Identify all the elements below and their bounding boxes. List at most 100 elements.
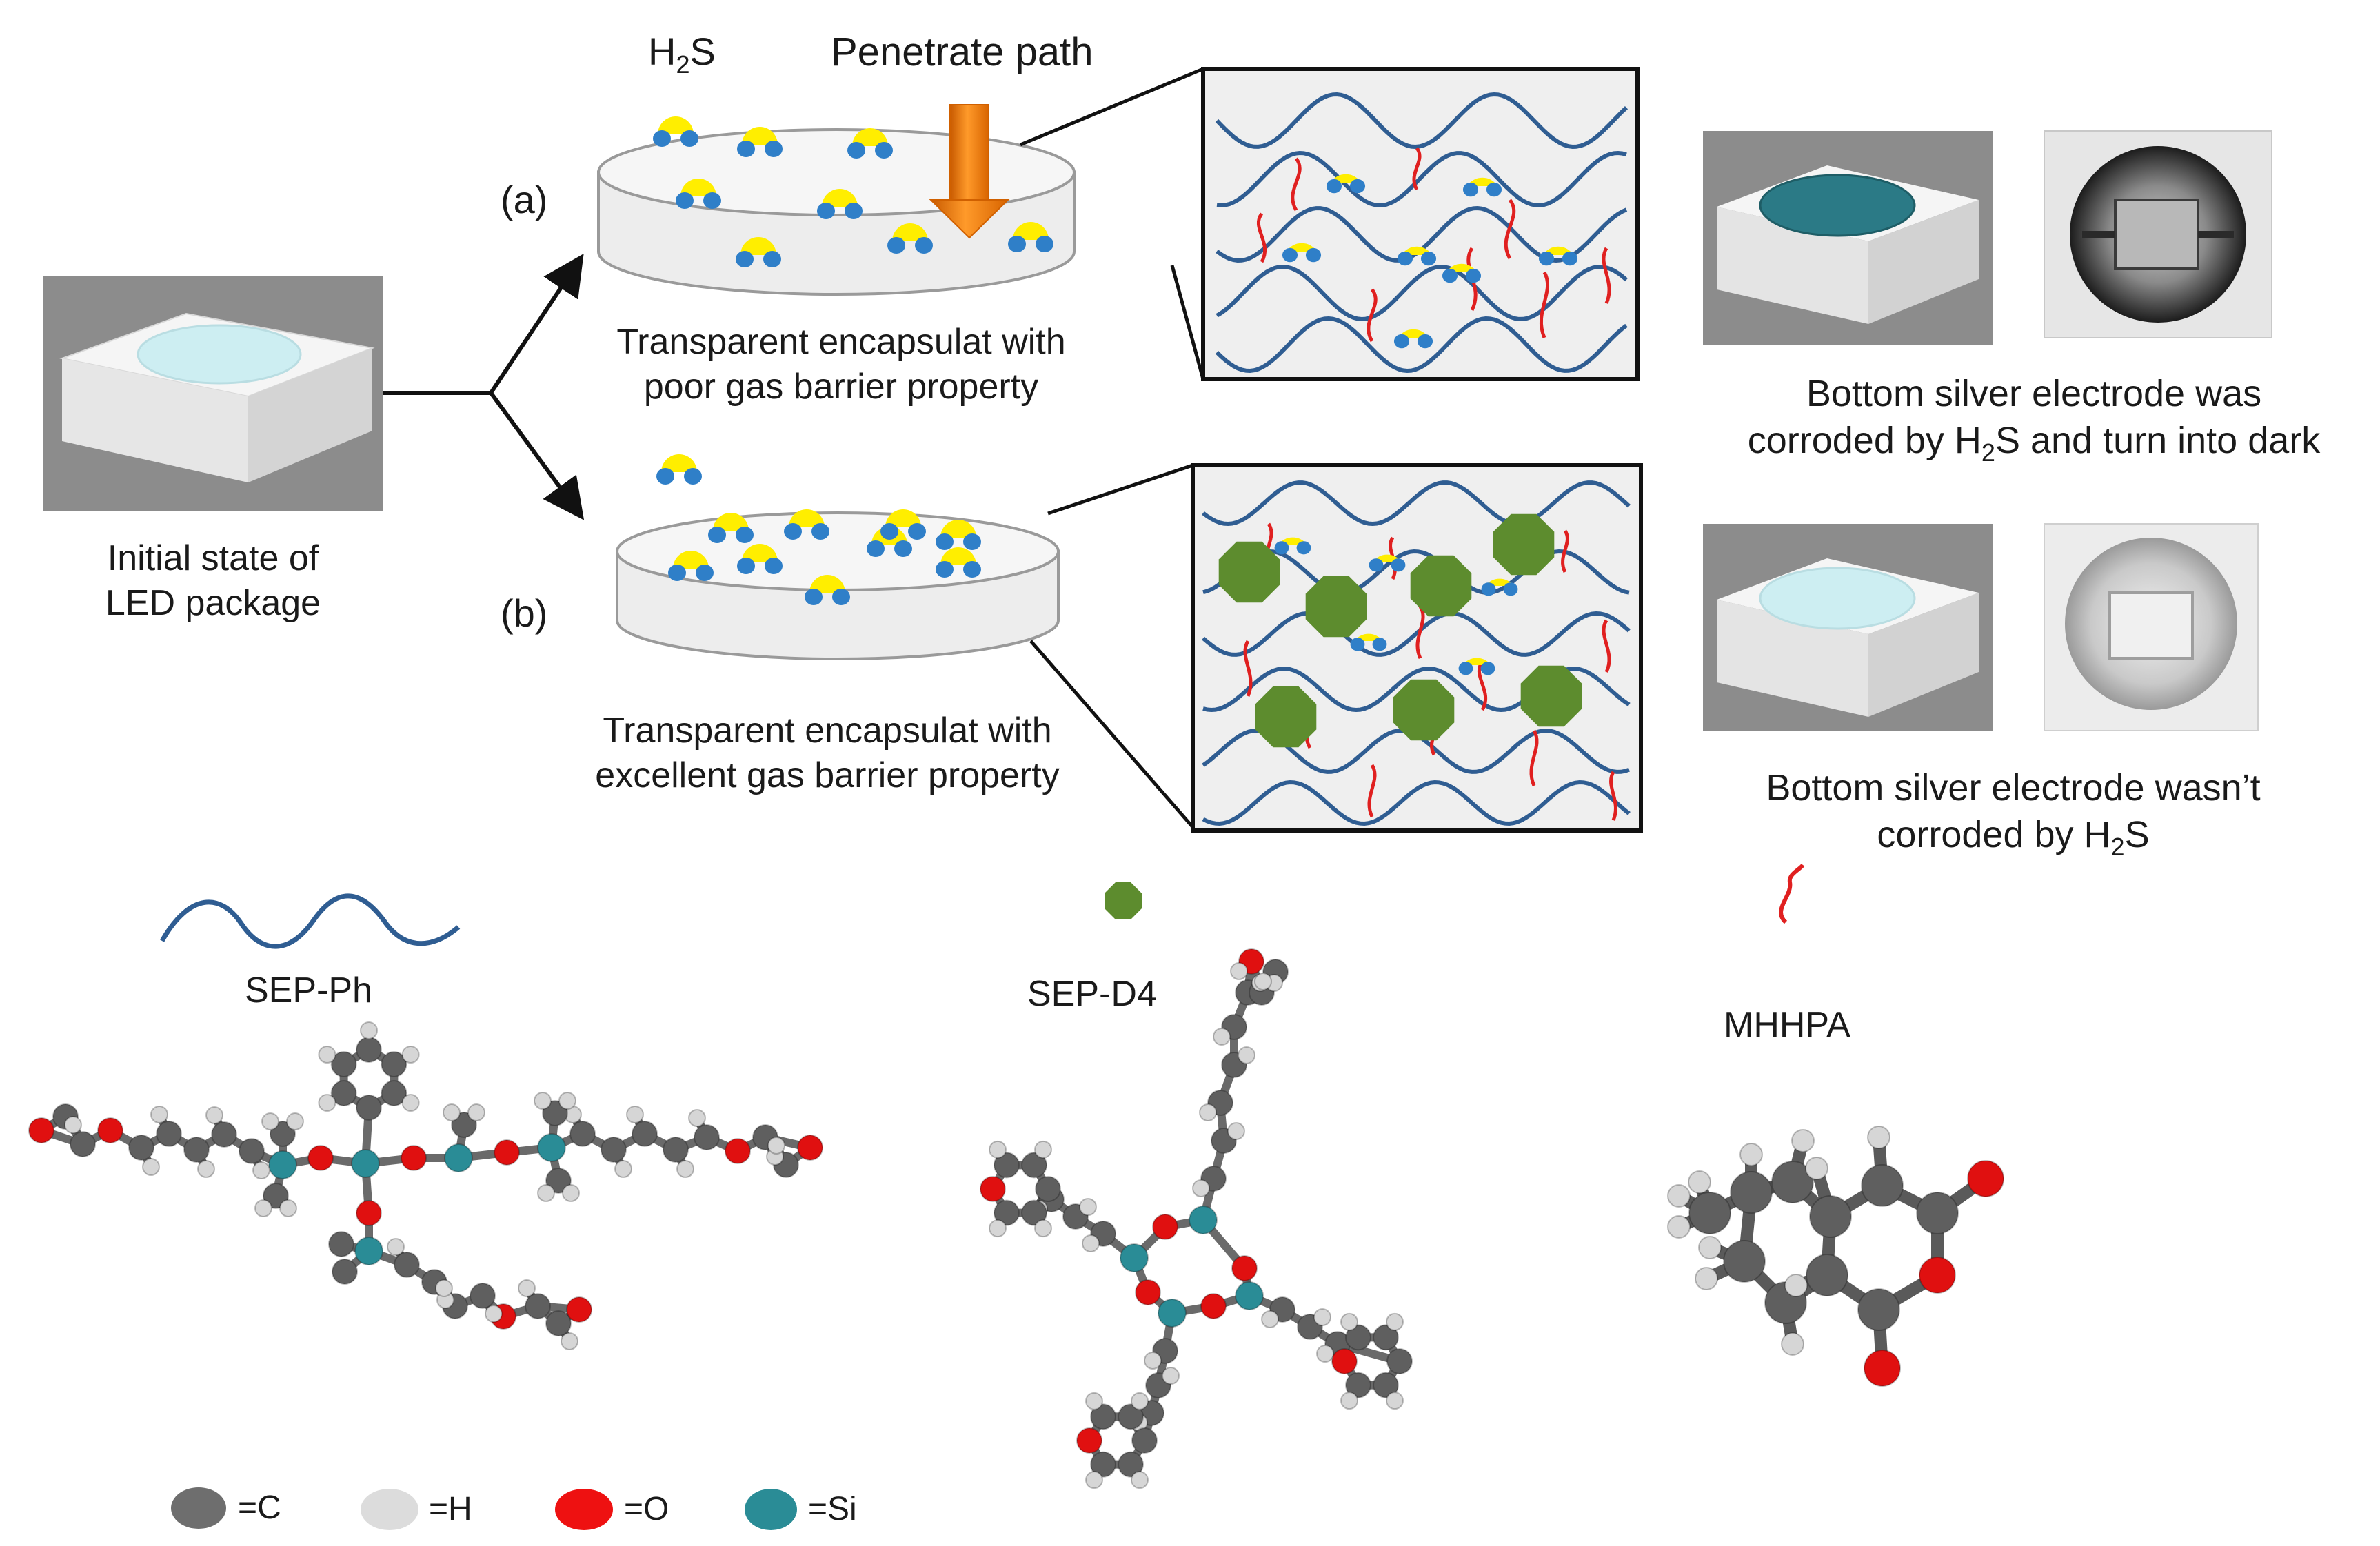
h2s-molecule [847,128,893,159]
led-package-clean [1703,524,1993,731]
zoom-box-a [1201,67,1640,381]
branch-a-label: (a) [501,178,548,221]
h2s-molecule [708,513,754,543]
initial-state-caption: Initial state of LED package [105,538,321,623]
atom [1373,1324,1399,1351]
atom [1199,1103,1217,1121]
atom [1230,962,1248,980]
mhhpa-label: MHHPA [1724,1005,1850,1045]
h2s-molecule [1462,177,1502,197]
atom [1916,1192,1959,1234]
h2s-molecule [653,116,698,147]
atom [989,1140,1007,1159]
atom [1331,1348,1358,1374]
h2s-molecule [737,127,783,157]
crosslinks-a [1256,147,1611,343]
atom [354,1237,383,1265]
atom [360,1021,378,1039]
atom [1667,1215,1691,1239]
atom [1695,1267,1718,1290]
atom [1688,1192,1731,1234]
atom [1857,1288,1900,1331]
h2s-molecule [1008,222,1053,252]
polymer-chain [1202,611,1631,657]
polymer-chain [1202,480,1631,527]
atom [1867,1126,1890,1149]
atom [1340,1312,1358,1331]
polymer-chain [1202,549,1630,596]
crosslink [1539,271,1550,338]
atom [435,1279,453,1297]
atom [1919,1257,1956,1294]
h2s-molecule [676,179,721,209]
h2s-molecule [1538,246,1578,266]
atom [356,1095,382,1121]
h2s-molecule [1481,578,1518,596]
atom [263,1183,289,1209]
atom [1316,1345,1334,1363]
mhhpa-crosslinker-icon [1779,864,1805,924]
h2s-molecule [736,237,781,267]
atom [980,1176,1006,1202]
atom [254,1199,272,1217]
atom [261,1112,279,1130]
atom [307,1145,334,1171]
crosslink [1529,729,1539,786]
atom [1861,1164,1904,1207]
atom [694,1124,720,1150]
atom [381,1051,407,1077]
sep-d4-filler [1218,541,1280,603]
atom [1090,1403,1116,1430]
atom [676,1160,694,1178]
atom [558,1092,576,1110]
crosslink [1291,157,1302,212]
h2s-molecule [936,520,981,550]
atom [1771,1161,1814,1203]
atom [1739,1143,1763,1166]
atom [64,1116,82,1134]
atom [545,1168,572,1194]
atom [525,1293,551,1319]
atom [443,1103,461,1121]
atom [1345,1372,1371,1398]
sep-d4-filler-icon [1105,882,1142,919]
atom [1345,1324,1371,1351]
atom [1079,1198,1097,1216]
atom [279,1199,297,1217]
atom [467,1103,485,1121]
atom [128,1135,154,1161]
atom [994,1199,1020,1226]
atom [70,1131,96,1157]
sep-d4-filler [1493,513,1555,576]
crosslink [1412,147,1422,191]
sep-d4-molecule-model [980,948,1413,1489]
atom [1189,1206,1218,1234]
h2s-molecules-box-a [1282,174,1578,349]
crosslink [1367,288,1378,343]
atom [1118,1451,1144,1478]
atom [381,1080,407,1106]
atom [1118,1403,1144,1430]
sep-d4-filler [1305,576,1367,638]
atom [1120,1243,1149,1272]
atom [767,1137,785,1155]
atom [1085,1471,1103,1489]
zoom-lines-b [1029,463,1194,828]
atom [1386,1392,1404,1410]
atom [537,1184,555,1202]
atom [1667,1184,1691,1208]
h2s-molecule [887,223,933,254]
atom [268,1150,297,1179]
atom [534,1092,552,1110]
atom [566,1296,592,1323]
sep-d4-filler [1410,555,1472,617]
atom [1021,1199,1047,1226]
result-b-caption: Bottom silver electrode wasn’t corroded … [1766,767,2261,861]
h2s-molecule [1274,537,1311,555]
atom [1162,1367,1180,1385]
atom [401,1145,427,1171]
sep-d4-label: SEP-D4 [1027,974,1157,1014]
branch-connector [383,254,585,520]
atom [328,1231,354,1257]
atom [1200,1293,1227,1319]
